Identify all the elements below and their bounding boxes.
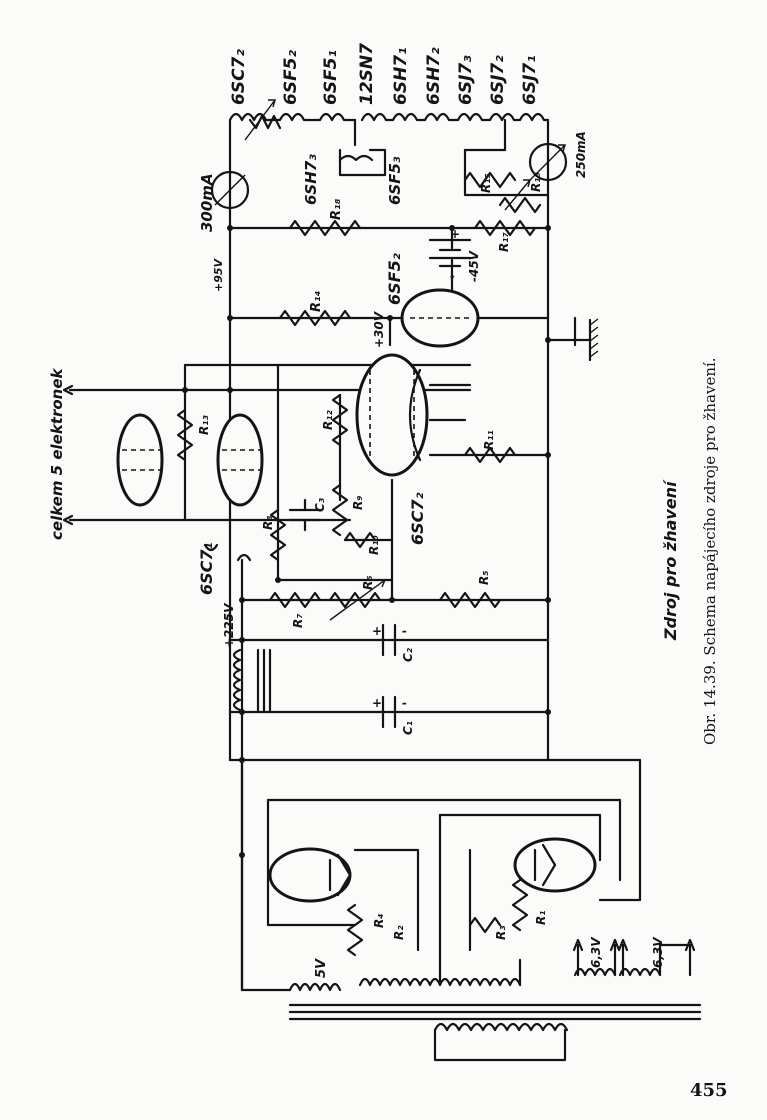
ground-symbol xyxy=(588,318,599,362)
label-30v: +30V xyxy=(372,310,386,348)
label-r17: R₁₇ xyxy=(497,232,511,252)
label-225v: +225V xyxy=(222,602,236,648)
resistor-r13 xyxy=(176,408,194,462)
heater-chain xyxy=(203,112,550,562)
label-6-3v-b: 6,3V xyxy=(651,936,665,968)
resistor-r8 xyxy=(269,508,287,562)
resistor-r11 xyxy=(463,446,517,464)
label-6sj7-3: 6SJ7₃ xyxy=(456,55,476,105)
label-5v: 5V xyxy=(314,958,329,978)
resistor-r3 xyxy=(468,916,502,934)
label-r3: R₃ xyxy=(494,925,508,940)
label-c2: C₂ xyxy=(401,647,415,662)
label-6sc7-1: 6SC7₁ xyxy=(197,542,216,595)
resistors xyxy=(176,99,542,957)
label-r10: R₁₀ xyxy=(367,535,381,555)
label-r4: R₄ xyxy=(372,914,386,929)
label-r13: R₁₃ xyxy=(197,415,211,435)
label-r5: R₅ xyxy=(477,571,491,586)
tube-left-1 xyxy=(116,413,164,507)
label-r14: R₁₄ xyxy=(309,290,324,312)
label-r12: R₁₂ xyxy=(321,410,335,430)
resistor-r18 xyxy=(288,219,362,237)
label-6sf5-1-top: 6SF5₁ xyxy=(321,50,341,105)
label-6-3v-a: 6,3V xyxy=(589,936,603,968)
meter-300ma xyxy=(210,170,250,210)
label-r2: R₂ xyxy=(392,925,406,940)
resistor-r7 xyxy=(268,591,322,609)
resistor-r6 xyxy=(328,591,382,609)
label-plus-1: + xyxy=(450,227,460,241)
label-r18: R₁₈ xyxy=(329,198,344,220)
label-minus-2: - xyxy=(402,624,407,638)
resistor-r5 xyxy=(438,591,502,609)
label-6sf5-2-mid: 6SF5₂ xyxy=(385,253,404,305)
label-minus-3: - xyxy=(402,696,407,710)
label-12sn7: 12SN7 xyxy=(357,43,377,105)
page-number: 455 xyxy=(690,1080,728,1101)
note-tube-count: celkem 5 elektronek xyxy=(48,367,66,540)
label-r8: R₈ xyxy=(261,516,275,531)
tubes xyxy=(116,288,597,903)
label-c1: C₁ xyxy=(401,721,415,735)
label-r1: R₁ xyxy=(534,911,548,926)
resistor-r16 xyxy=(498,196,542,214)
label-6sh7-1: 6SH7₁ xyxy=(391,47,411,105)
diagram-title: Zdroj pro žhavení xyxy=(661,479,680,641)
resistor-r9 xyxy=(331,483,349,537)
capacitors xyxy=(288,238,472,729)
label-6sh7-2: 6SH7₂ xyxy=(424,47,444,105)
label-r7: R₇ xyxy=(291,613,305,628)
label-r16: R₁₆ xyxy=(529,172,543,192)
meter-250ma xyxy=(528,142,568,182)
label-r9: R₉ xyxy=(351,496,365,511)
choke xyxy=(232,648,272,714)
resistor-r10 xyxy=(343,531,377,549)
label-r15: R₁₅ xyxy=(479,173,493,193)
label-6sc7-2-mid: 6SC7₂ xyxy=(408,492,427,545)
transformer xyxy=(288,938,702,1062)
junctions xyxy=(182,225,551,858)
label-plus-3: + xyxy=(372,696,382,710)
label-r11: R₁₁ xyxy=(482,430,496,450)
resistor-r14 xyxy=(278,309,352,327)
resistor-r1 xyxy=(511,878,529,932)
output-arrows xyxy=(62,384,82,526)
label-6sj7-2: 6SJ7₂ xyxy=(488,55,508,105)
tube-left-2 xyxy=(216,413,264,507)
resistor-r12 xyxy=(331,393,349,447)
label-6sf5-3: 6SF5₃ xyxy=(386,156,404,205)
label-300ma: 300mA xyxy=(198,173,216,232)
label-minus-1: - xyxy=(450,269,455,283)
label-6sc7-2-top: 6SC7₂ xyxy=(229,49,249,105)
resistor-r17 xyxy=(473,219,537,237)
label-6sf5-2-top: 6SF5₂ xyxy=(281,49,301,105)
tube-6sc7-2 xyxy=(355,353,429,477)
labels: 6SC7₂ 6SF5₂ 6SF5₁ 12SN7 6SH7₁ 6SH7₂ 6SJ7… xyxy=(48,43,728,1101)
label-r6: R₆ xyxy=(361,576,375,591)
label-6sj7-1: 6SJ7₁ xyxy=(520,55,540,105)
label-250ma: 250mA xyxy=(574,131,588,178)
figure-caption: Obr. 14.39. Schema napájecího zdroje pro… xyxy=(701,357,719,745)
label-c3: C₃ xyxy=(313,497,327,512)
label-plus-2: + xyxy=(372,624,382,638)
label-95v: +95V xyxy=(212,257,225,292)
resistor-r15 xyxy=(463,171,517,189)
resistor-r4 xyxy=(346,903,364,957)
label-45v: -45V xyxy=(467,249,481,282)
label-6sh7-3: 6SH7₃ xyxy=(302,154,320,205)
meters xyxy=(210,142,568,210)
